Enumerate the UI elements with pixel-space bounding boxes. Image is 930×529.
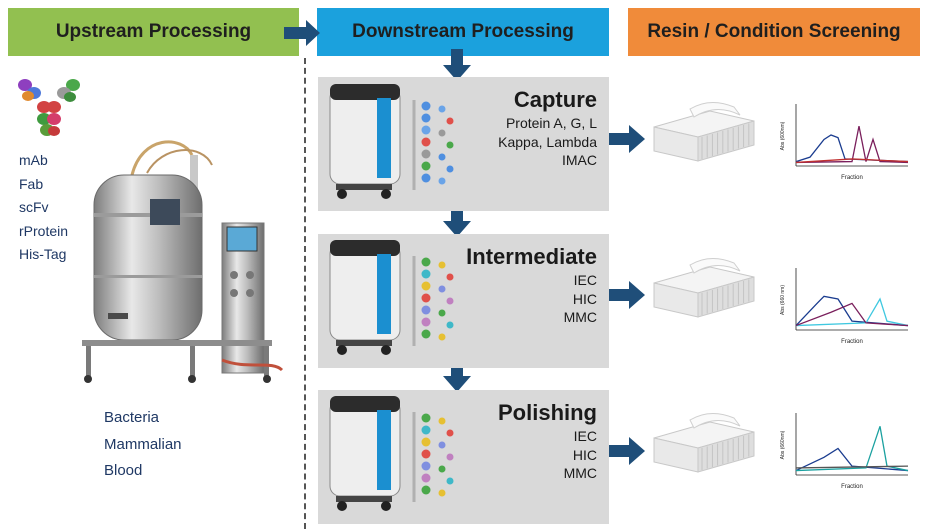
elution-curve	[795, 465, 909, 469]
bioreactor-image	[82, 140, 284, 383]
elution-plot: Fraction Abs (660 nm)	[776, 260, 916, 348]
elution-plot: Fraction Abs (660nm)	[776, 405, 916, 493]
step-item: MMC	[563, 465, 597, 481]
molecule-item: rProtein	[19, 222, 69, 239]
filter-plate-image	[653, 413, 755, 473]
elution-curve	[795, 295, 909, 327]
chromatography-column-image	[329, 84, 454, 199]
resin-screening-header: Resin / Condition Screening	[628, 8, 920, 56]
arrow-polishing-to-plate	[605, 437, 645, 465]
step-items: Protein A, G, L Kappa, Lambda IMAC	[498, 114, 597, 170]
upstream-processing-header: Upstream Processing	[8, 8, 299, 56]
plot-y-label: Abs (660 nm)	[780, 285, 786, 315]
step-items: IEC HIC MMC	[564, 427, 597, 483]
elution-curve	[795, 297, 909, 327]
step-item: IEC	[573, 428, 597, 444]
cell-source-item: Bacteria	[104, 409, 160, 426]
plot-y-label: Abs (660nm)	[780, 430, 786, 459]
molecule-item: scFv	[19, 199, 49, 215]
step-item: IEC	[573, 272, 597, 288]
molecule-list: mAb Fab scFv rProtein His-Tag	[19, 149, 68, 267]
upstream-downstream-divider	[304, 58, 306, 529]
antibody-icon	[18, 79, 80, 136]
arrow-capture-to-plate	[605, 125, 645, 153]
elution-curve	[795, 126, 909, 164]
filter-plate-image	[653, 102, 755, 162]
step-item: MMC	[563, 309, 597, 325]
step-title: Intermediate	[466, 244, 597, 269]
step-title: Capture	[513, 87, 597, 112]
molecule-item: Fab	[19, 175, 44, 192]
molecule-item: mAb	[19, 152, 48, 168]
step-item: IMAC	[562, 152, 597, 168]
cell-source-item: Blood	[104, 462, 143, 479]
step-item: HIC	[572, 446, 597, 463]
elution-curve	[795, 426, 909, 472]
plot-x-label: Fraction	[841, 175, 863, 181]
chromatography-column-image	[329, 396, 454, 511]
elution-curve	[795, 158, 909, 164]
arrow-down-to-polishing	[443, 360, 471, 392]
cell-source-item: Mammalian	[104, 435, 182, 453]
step-items: IEC HIC MMC	[564, 271, 597, 327]
step-item: HIC	[572, 290, 597, 307]
header-arrow-right	[284, 20, 320, 46]
plot-x-label: Fraction	[841, 484, 863, 490]
elution-curve	[795, 302, 909, 327]
cell-source-list: Bacteria Mammalian Blood	[104, 405, 182, 485]
molecule-item: His-Tag	[19, 246, 67, 262]
arrow-down-to-capture	[443, 49, 471, 81]
elution-curve	[795, 447, 909, 472]
step-item: Kappa, Lambda	[498, 133, 597, 150]
step-title: Polishing	[498, 400, 597, 425]
arrow-intermediate-to-plate	[605, 281, 645, 309]
filter-plate-image	[653, 258, 755, 318]
elution-plot: Fraction Abs (600nm)	[776, 96, 916, 184]
chromatography-column-image	[329, 240, 454, 355]
plot-x-label: Fraction	[841, 339, 863, 345]
arrow-down-to-intermediate	[443, 205, 471, 237]
step-item: Protein A, G, L	[505, 115, 597, 131]
downstream-processing-header: Downstream Processing	[317, 8, 609, 56]
plot-y-label: Abs (600nm)	[780, 121, 786, 150]
